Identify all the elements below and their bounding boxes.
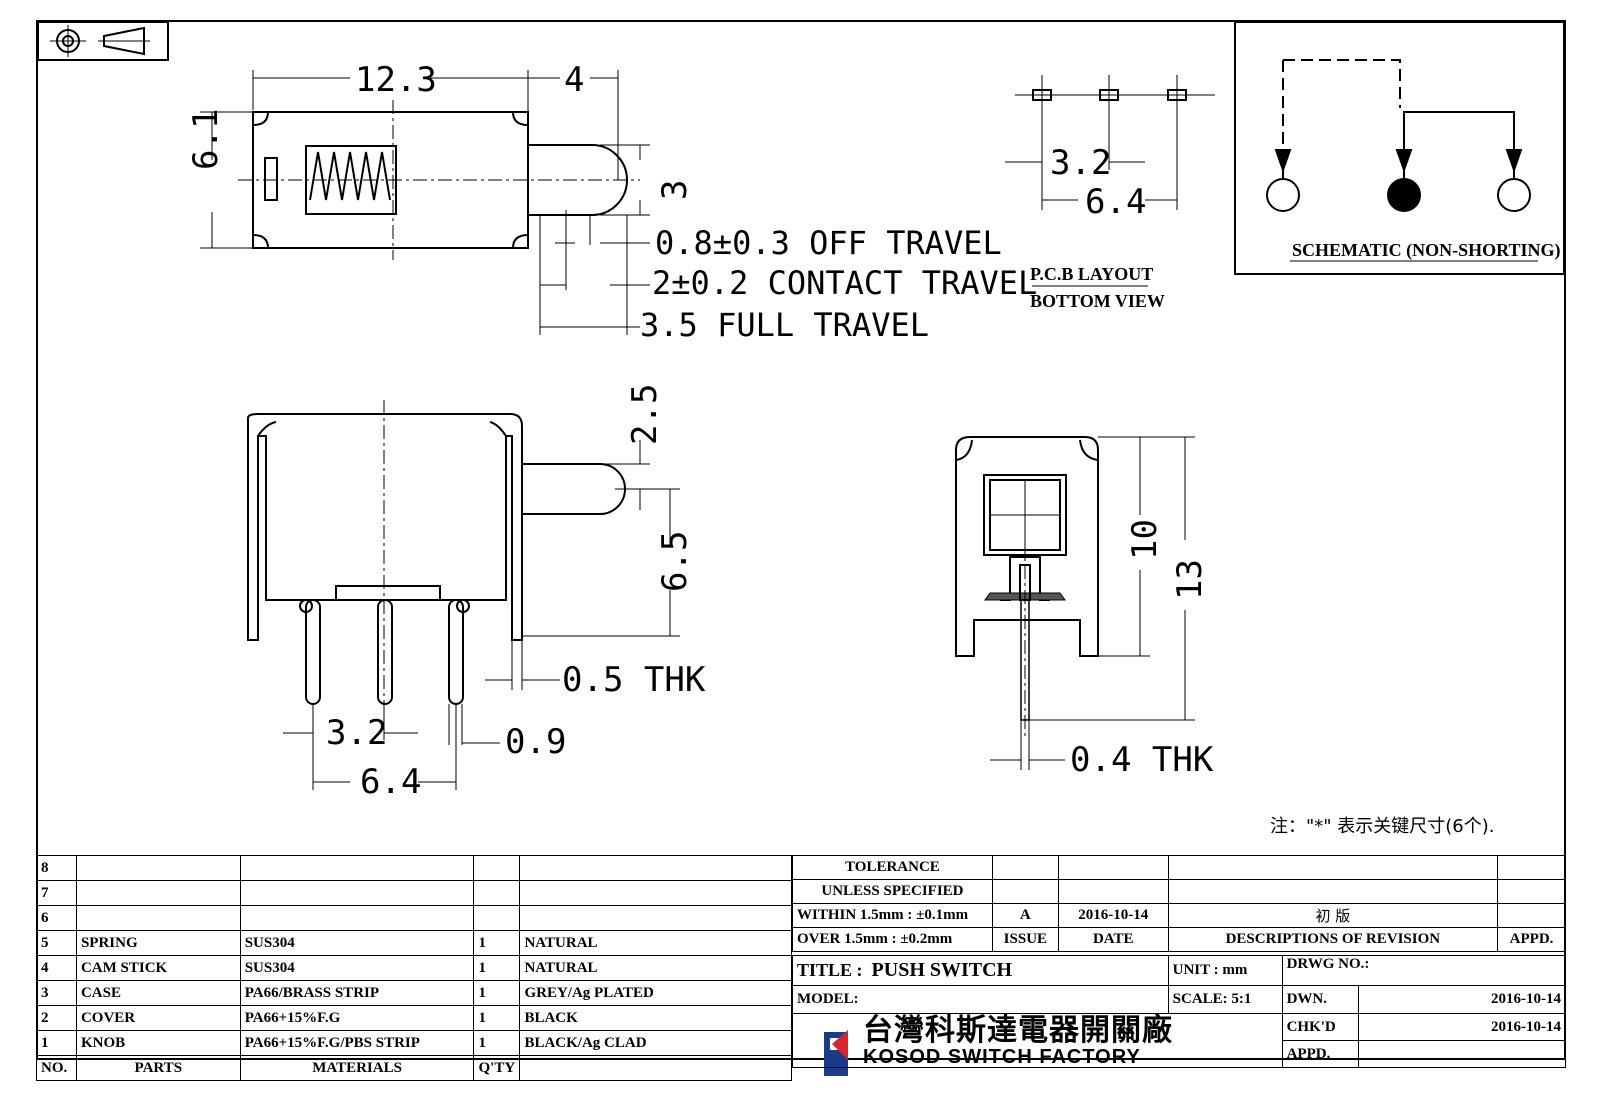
pcb-layout	[1005, 75, 1215, 287]
dim-plunger-4: 4	[564, 60, 585, 100]
appd-label: APPD.	[1497, 927, 1566, 952]
drawn-date: 2016-10-14	[1357, 985, 1566, 1014]
model-cell: MODEL:	[792, 985, 1169, 1014]
table-row: 7	[36, 880, 792, 906]
pcb-layout-title: P.C.B LAYOUT	[1030, 264, 1154, 284]
tolerance-title: TOLERANCE	[792, 855, 993, 880]
company-cell: 台灣科斯達電器開關廠 KOSOD SWITCH FACTORY	[792, 1012, 1283, 1068]
table-row: 8	[36, 855, 792, 881]
issue-value: A	[991, 903, 1059, 928]
tolerance-unless: UNLESS SPECIFIED	[792, 879, 993, 904]
checked-date: 2016-10-14	[1357, 1013, 1566, 1041]
dim-pin-0-9: 0.9	[505, 722, 567, 762]
top-view	[200, 70, 650, 335]
issue-label: ISSUE	[991, 927, 1059, 952]
drawing-number: DRWG NO.:	[1281, 955, 1567, 986]
off-travel-label: 0.8±0.3 OFF TRAVEL	[655, 224, 1002, 262]
scale-cell: SCALE: 5:1	[1167, 985, 1283, 1014]
revision-block: TOLERANCE UNLESS SPECIFIED WITHIN 1.5mm …	[792, 855, 1566, 952]
dim-length-12-3: 12.3	[355, 60, 437, 100]
desc-label: DESCRIPTIONS OF REVISION	[1167, 927, 1499, 952]
dim-body-10: 10	[1125, 519, 1165, 560]
pcb-span-6-4: 6.4	[1085, 182, 1147, 222]
drawn-label: DWN.	[1281, 985, 1359, 1014]
pcb-pitch-3-2: 3.2	[1050, 143, 1112, 183]
table-row: 6	[36, 905, 792, 931]
full-travel-label: 3.5 FULL TRAVEL	[640, 306, 929, 344]
company-name-cn: 台灣科斯達電器開關廠	[863, 1012, 1173, 1048]
dim-total-13: 13	[1170, 559, 1210, 600]
tolerance-within: WITHIN 1.5mm : ±0.1mm	[792, 903, 993, 928]
unit-cell: UNIT : mm	[1167, 955, 1283, 986]
drawing-title: PUSH SWITCH	[871, 959, 1013, 981]
projection-symbol	[37, 21, 169, 61]
approved-label: APPD.	[1281, 1040, 1359, 1068]
dim-front-span-6-4: 6.4	[360, 762, 422, 802]
side-view	[955, 436, 1195, 770]
dim-thk-0-5: 0.5 THK	[562, 660, 706, 700]
tolerance-over: OVER 1.5mm : ±0.2mm	[792, 927, 993, 952]
front-view	[247, 400, 680, 790]
revision-date: 2016-10-14	[1057, 903, 1169, 928]
dim-front-pitch-3-2: 3.2	[326, 713, 388, 753]
contact-travel-label: 2±0.2 CONTACT TRAVEL	[652, 264, 1038, 302]
pcb-bottom-view: BOTTOM VIEW	[1030, 291, 1165, 311]
date-label: DATE	[1057, 927, 1169, 952]
title-block: TITLE : PUSH SWITCH UNIT : mm DRWG NO.: …	[792, 955, 1567, 1068]
title-cell: TITLE : PUSH SWITCH	[792, 955, 1169, 986]
dim-height-6-1: 6.1	[186, 108, 226, 170]
dim-thk-0-4: 0.4 THK	[1070, 740, 1214, 780]
company-name-en: KOSOD SWITCH FACTORY	[863, 1045, 1141, 1068]
key-dimension-note: 注："*" 表示关键尺寸(6个).	[1270, 816, 1495, 837]
dim-plunger-dia-3: 3	[655, 179, 695, 200]
revision-description: 初 版	[1167, 903, 1499, 928]
schematic-label: SCHEMATIC (NON-SHORTING)	[1292, 240, 1561, 260]
schematic-box	[1234, 21, 1565, 275]
dim-plunger-height-6-5: 6.5	[655, 530, 695, 592]
dim-plunger-dia-2-5: 2.5	[625, 383, 665, 445]
checked-label: CHK'D	[1281, 1013, 1359, 1041]
